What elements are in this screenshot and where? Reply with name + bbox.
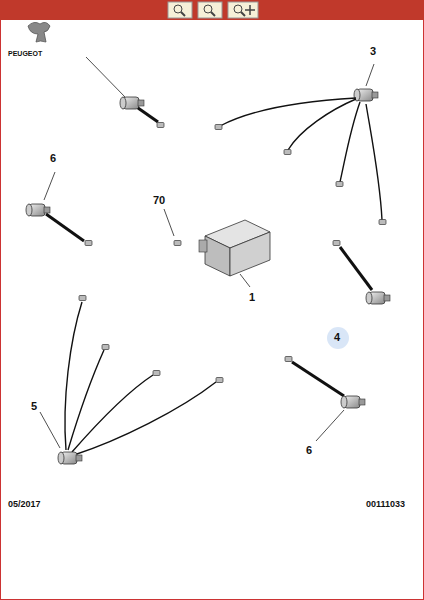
toolbar xyxy=(168,2,258,18)
date-code: 05/2017 xyxy=(8,500,41,509)
diagram-number: 00111033 xyxy=(366,500,405,509)
callout-number: 6 xyxy=(306,445,312,456)
brand-logo xyxy=(28,22,50,42)
callout-number: 5 xyxy=(31,401,37,412)
callout-number: 1 xyxy=(249,292,255,303)
callout-number: 3 xyxy=(370,46,376,57)
callout-number: 4 xyxy=(334,332,340,343)
control-module xyxy=(199,220,270,276)
callout-number: 70 xyxy=(153,195,165,206)
brand-name: PEUGEOT xyxy=(8,50,42,57)
callout-number: 6 xyxy=(50,153,56,164)
